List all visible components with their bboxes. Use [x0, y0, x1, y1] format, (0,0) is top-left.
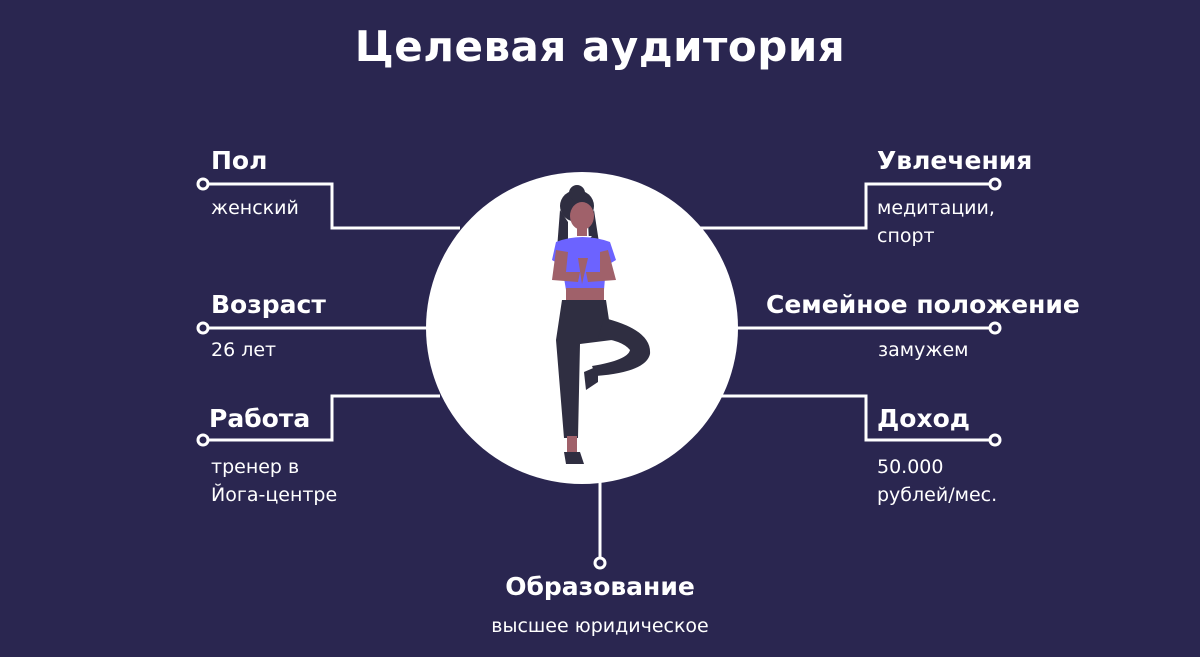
- node-income: [988, 433, 1002, 447]
- age-label: Возраст: [211, 290, 326, 319]
- woman-yoga-icon: [552, 185, 651, 464]
- connector-income: [720, 394, 990, 442]
- education-label: Образование: [505, 572, 695, 601]
- work-label: Работа: [209, 404, 311, 433]
- hobbies-value-line: медитации,: [877, 197, 995, 219]
- hobbies-value-line: спорт: [877, 225, 935, 247]
- connector-work: [208, 394, 440, 442]
- work-value: тренер в Йога-центре: [211, 453, 337, 509]
- gender-label: Пол: [211, 146, 268, 175]
- node-hobbies: [988, 177, 1002, 191]
- income-label: Доход: [877, 404, 970, 433]
- education-value: высшее юридическое: [491, 615, 709, 637]
- node-family: [988, 321, 1002, 335]
- hobbies-value: медитации, спорт: [877, 194, 995, 250]
- family-value: замужем: [878, 339, 969, 361]
- node-gender: [196, 177, 210, 191]
- connector-hobbies: [700, 182, 990, 230]
- node-work: [196, 433, 210, 447]
- income-value-line: 50.000: [877, 456, 944, 478]
- income-value: 50.000 рублей/мес.: [877, 453, 997, 509]
- hobbies-label: Увлечения: [877, 146, 1033, 175]
- connector-gender: [208, 182, 460, 230]
- node-age: [196, 321, 210, 335]
- work-value-line: тренер в: [211, 456, 300, 478]
- income-value-line: рублей/мес.: [877, 484, 998, 506]
- page-title: Целевая аудитория: [354, 22, 846, 71]
- work-value-line: Йога-центре: [211, 484, 338, 506]
- node-education: [593, 556, 607, 570]
- family-label: Семейное положение: [766, 290, 1080, 319]
- gender-value: женский: [211, 197, 299, 219]
- age-value: 26 лет: [211, 339, 277, 361]
